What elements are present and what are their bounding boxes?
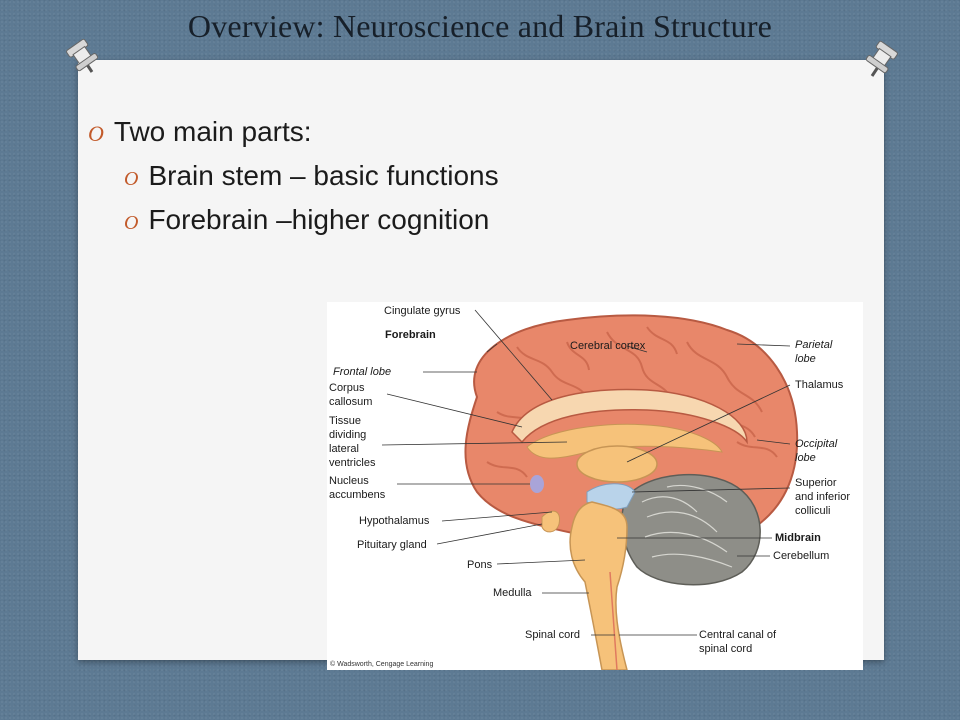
bullet-text: Two main parts: <box>113 116 312 147</box>
pushpin-left-icon <box>66 38 99 73</box>
cerebellum-folia <box>641 484 733 568</box>
ventricle-shape <box>526 423 723 459</box>
label-colliculi-2: and inferior <box>795 491 850 503</box>
pituitary-shape <box>541 510 561 533</box>
label-canal-2: spinal cord <box>699 643 752 655</box>
label-parietal-1: Parietal <box>795 339 833 351</box>
label-nucleus-1: Nucleus <box>329 475 369 487</box>
label-midbrain: Midbrain <box>775 532 821 544</box>
label-tissue-4: ventricles <box>329 457 376 469</box>
bullet-forebrain: O Forebrain –higher cognition <box>124 204 499 236</box>
label-spinal-cord: Spinal cord <box>525 629 580 641</box>
label-tissue-2: dividing <box>329 429 366 441</box>
bullet-brain-stem: O Brain stem – basic functions <box>124 160 499 192</box>
label-pons: Pons <box>467 559 493 571</box>
bullet-list: O Two main parts: O Brain stem – basic f… <box>88 116 499 248</box>
label-tissue-3: lateral <box>329 443 359 455</box>
label-medulla: Medulla <box>493 587 532 599</box>
label-corpus-1: Corpus <box>329 382 365 394</box>
label-occipital-1: Occipital <box>795 438 838 450</box>
label-thalamus: Thalamus <box>795 379 844 391</box>
label-cerebellum: Cerebellum <box>773 550 829 562</box>
label-frontal-lobe: Frontal lobe <box>333 366 391 378</box>
cerebellum-shape <box>621 473 761 586</box>
bullet-text: Brain stem – basic functions <box>148 160 499 191</box>
central-canal-line <box>609 571 618 670</box>
label-occipital-2: lobe <box>795 452 816 464</box>
label-corpus-2: callosum <box>329 396 372 408</box>
bullet-two-main-parts: O Two main parts: <box>88 116 499 148</box>
label-cingulate-gyrus: Cingulate gyrus <box>384 305 461 317</box>
thalamus-shape <box>576 445 658 483</box>
label-forebrain: Forebrain <box>385 329 436 341</box>
figure-credit: © Wadsworth, Cengage Learning <box>330 660 433 668</box>
corpus-callosum-shape <box>511 388 748 445</box>
pushpin-right-icon <box>865 40 898 77</box>
label-hypothalamus: Hypothalamus <box>359 515 430 527</box>
bullet-marker-icon: O <box>124 212 139 234</box>
nucleus-accumbens-shape <box>530 475 544 493</box>
label-nucleus-2: accumbens <box>329 489 386 501</box>
label-cerebral-cortex: Cerebral cortex <box>570 340 646 352</box>
label-pituitary: Pituitary gland <box>357 539 427 551</box>
label-colliculi-1: Superior <box>795 477 837 489</box>
slide-title: Overview: Neuroscience and Brain Structu… <box>187 8 773 44</box>
bullet-marker-icon: O <box>124 168 139 190</box>
label-canal-1: Central canal of <box>699 629 777 641</box>
label-colliculi-3: colliculi <box>795 505 830 517</box>
bullet-text: Forebrain –higher cognition <box>148 204 490 235</box>
brain-diagram: Cingulate gyrus Forebrain Cerebral corte… <box>327 302 863 670</box>
label-tissue-1: Tissue <box>329 415 361 427</box>
bullet-marker-icon: O <box>88 121 104 146</box>
leader-lines <box>381 309 791 636</box>
brainstem-shape <box>569 501 628 670</box>
gyri-texture <box>486 326 778 478</box>
label-parietal-2: lobe <box>795 353 816 365</box>
